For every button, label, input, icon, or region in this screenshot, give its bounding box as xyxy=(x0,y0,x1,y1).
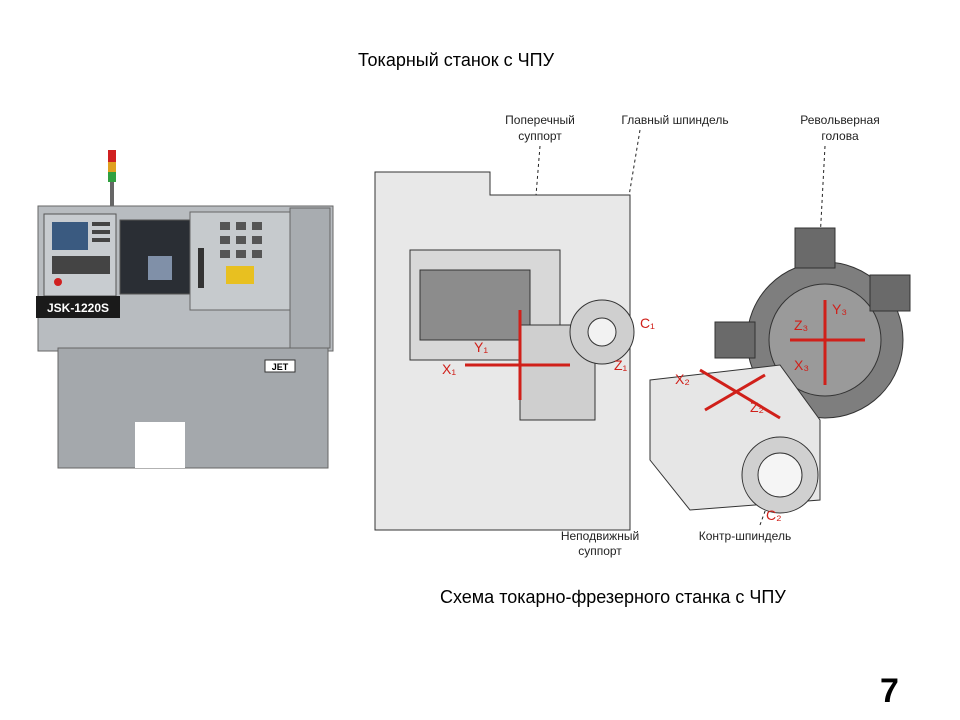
label-fixed-slide-2: суппорт xyxy=(578,544,622,558)
axis-c1: C₁ xyxy=(640,315,655,331)
label-turret-1: Револьверная xyxy=(800,113,879,127)
label-cross-slide-1: Поперечный xyxy=(505,113,575,127)
label-counter-spindle: Контр-шпиндель xyxy=(699,529,791,543)
axis-y3: Y₃ xyxy=(832,301,847,317)
slide-title: Токарный станок с ЧПУ xyxy=(357,50,555,70)
axis-x1: X₁ xyxy=(442,361,456,377)
brand-label: JET xyxy=(272,362,289,372)
label-cross-slide-2: суппорт xyxy=(518,129,562,143)
model-label: JSK-1220S xyxy=(47,301,109,315)
axis-x3: X₃ xyxy=(794,357,809,373)
axis-y1: Y₁ xyxy=(474,339,488,355)
label-turret-2: голова xyxy=(821,129,859,143)
axis-z2: Z₂ xyxy=(750,399,764,415)
axis-z3: Z₃ xyxy=(794,317,808,333)
cnc-lathe-image: JET JSK-1220S xyxy=(36,150,334,469)
turn-mill-scheme-diagram: Поперечный суппорт Главный шпиндель Рево… xyxy=(374,113,911,558)
axis-x2: X₂ xyxy=(675,371,690,387)
page-number: 7 xyxy=(880,672,899,710)
axis-z1: Z₁ xyxy=(614,357,628,373)
scheme-caption: Схема токарно-фрезерного станка с ЧПУ xyxy=(440,587,786,607)
axis-c2: C₂ xyxy=(766,507,782,523)
label-fixed-slide-1: Неподвижный xyxy=(561,529,639,543)
label-main-spindle: Главный шпиндель xyxy=(621,113,728,127)
